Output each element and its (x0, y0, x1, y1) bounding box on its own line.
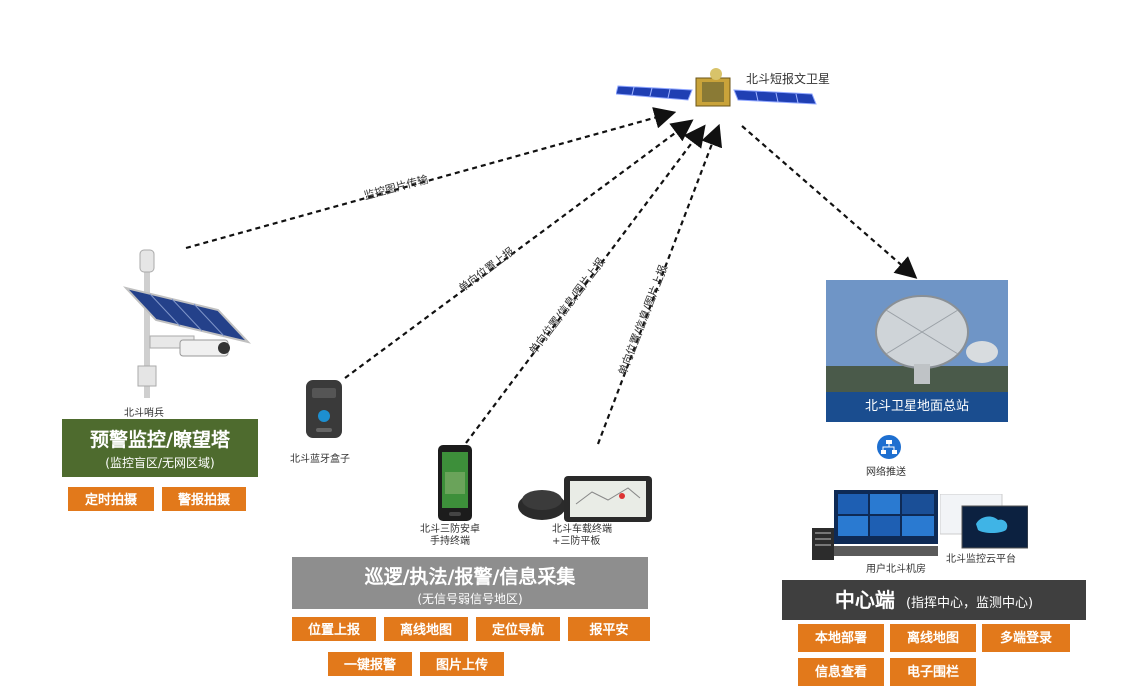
cloud-platform-icon (940, 494, 1028, 549)
vehicle-label: 北斗车载终端 +三防平板 (552, 524, 612, 547)
vehicle-terminal-icon (518, 476, 652, 522)
satellite-icon (616, 68, 817, 107)
network-push-icon (877, 435, 901, 459)
patrol-subtitle: (无信号弱信号地区) (417, 592, 523, 606)
link-handheld (465, 124, 706, 444)
button-image-upload[interactable]: 图片上传 (418, 650, 506, 678)
center-header: 中心端 (指挥中心，监测中心) (782, 580, 1086, 620)
button-center-offline-map[interactable]: 离线地图 (888, 622, 978, 654)
watchtower-title: 预警监控/瞭望塔 (90, 429, 230, 451)
watchtower-subtitle: (监控盲区/无网区域) (105, 456, 215, 470)
solar-camera-icon (122, 249, 252, 398)
ground-station-label: 北斗卫星地面总站 (864, 399, 969, 414)
button-multi-login[interactable]: 多端登录 (980, 622, 1072, 654)
link-vehicle (596, 123, 723, 445)
bluetooth-box-icon (306, 380, 342, 438)
handheld-label: 北斗三防安卓 手持终端 (420, 524, 480, 547)
button-navigation[interactable]: 定位导航 (474, 615, 562, 643)
satellite-label: 北斗短报文卫星 (746, 72, 831, 86)
cloud-label: 北斗监控云平台 (946, 554, 1016, 565)
patrol-title: 巡逻/执法/报警/信息采集 (364, 566, 576, 588)
server-room-label: 用户北斗机房 (866, 564, 926, 575)
server-room-icon (812, 490, 938, 560)
button-info-view[interactable]: 信息查看 (796, 656, 886, 688)
button-safe-report[interactable]: 报平安 (566, 615, 652, 643)
button-timed-shot[interactable]: 定时拍摄 (66, 485, 156, 513)
button-local-deploy[interactable]: 本地部署 (796, 622, 886, 654)
handheld-icon (438, 445, 472, 521)
ground-station-card: 北斗卫星地面总站 (826, 280, 1008, 422)
sentinel-label: 北斗哨兵 (124, 408, 164, 419)
link-ground (741, 125, 918, 279)
center-subtitle: (指挥中心，监测中心) (905, 596, 1034, 611)
button-one-key-alarm[interactable]: 一键报警 (326, 650, 414, 678)
link-sentinel (185, 107, 677, 250)
watchtower-header: 预警监控/瞭望塔 (监控盲区/无网区域) (62, 419, 258, 477)
button-alarm-shot[interactable]: 警报拍摄 (160, 485, 248, 513)
network-label: 网络推送 (866, 467, 906, 478)
button-location-report[interactable]: 位置上报 (290, 615, 378, 643)
button-geofence[interactable]: 电子围栏 (888, 656, 978, 688)
button-offline-map[interactable]: 离线地图 (382, 615, 470, 643)
radar-dish-icon (826, 280, 1008, 392)
center-title: 中心端 (834, 588, 895, 612)
bt-box-label: 北斗蓝牙盒子 (290, 454, 350, 465)
patrol-header: 巡逻/执法/报警/信息采集 (无信号弱信号地区) (292, 557, 648, 609)
